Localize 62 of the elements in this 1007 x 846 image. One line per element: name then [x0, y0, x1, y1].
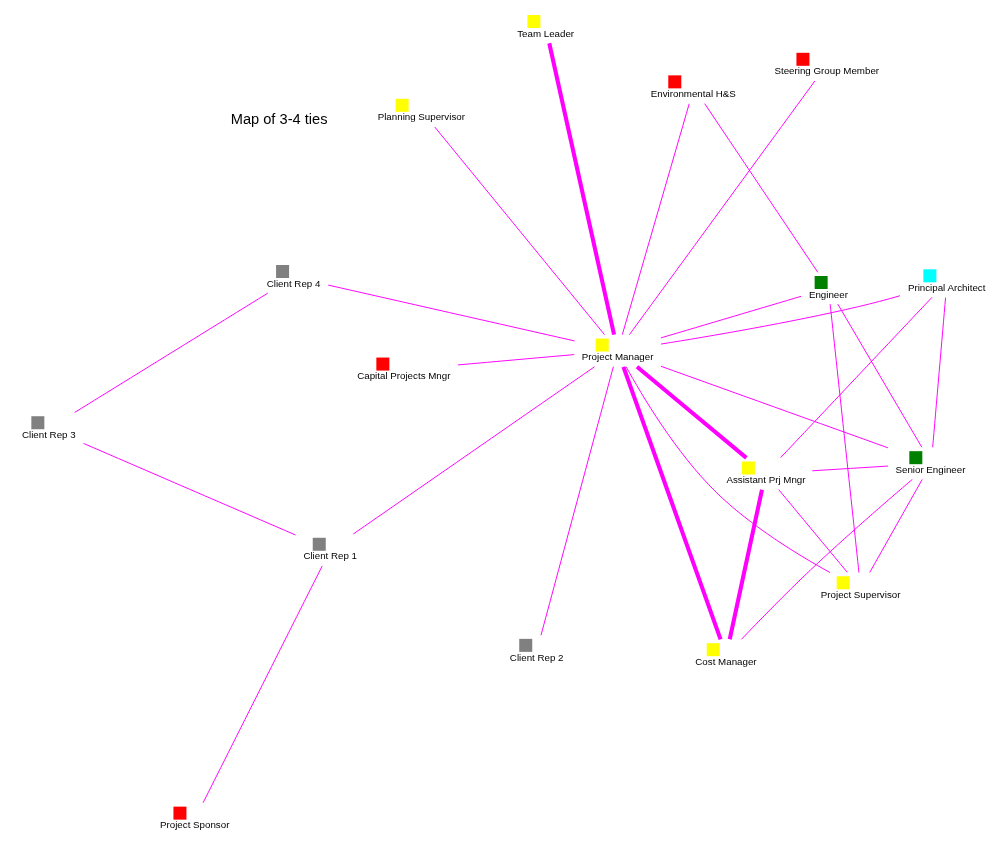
- node-label: Project Sponsor: [159, 819, 229, 831]
- connector: [621, 103, 690, 336]
- node-box: [667, 75, 681, 89]
- connector: [635, 365, 748, 460]
- node-label: Client Rep 1: [302, 550, 357, 562]
- connector: [868, 479, 923, 573]
- node-box: [526, 14, 540, 28]
- node-box: [922, 269, 936, 283]
- node-label: Steering Group Member: [773, 65, 879, 77]
- node-label: Environmental H&S: [650, 88, 736, 99]
- connector: [352, 366, 595, 535]
- node-label: Assistant Prj Mngr: [725, 474, 806, 486]
- connector: [621, 366, 722, 641]
- connector: [82, 442, 296, 536]
- connector: [811, 465, 888, 472]
- node-label: Client Rep 2: [509, 651, 564, 663]
- node-box: [275, 265, 289, 279]
- connector: [659, 295, 802, 339]
- node-box: [741, 461, 755, 475]
- connector: [779, 296, 932, 459]
- node-label: Senior Engineer: [894, 463, 965, 475]
- connector: [931, 297, 946, 448]
- node-box: [836, 576, 850, 590]
- connector: [327, 284, 575, 342]
- connector: [540, 366, 614, 636]
- node-label: Capital Projects Mngr: [356, 370, 450, 382]
- connector: [740, 478, 913, 640]
- node-box: [312, 537, 326, 551]
- node-label: Engineer: [808, 288, 848, 300]
- node-box: [706, 643, 720, 657]
- node-label: Client Rep 4: [266, 277, 320, 289]
- connector: [727, 489, 764, 640]
- node-box: [395, 98, 409, 112]
- connector: [829, 303, 859, 574]
- connector: [659, 365, 888, 449]
- connector: [836, 303, 922, 448]
- node-label: Project Supervisor: [820, 588, 900, 600]
- connector: [433, 126, 605, 336]
- connector: [660, 295, 900, 345]
- connector: [202, 565, 323, 804]
- connector: [625, 366, 831, 574]
- node-box: [795, 52, 809, 66]
- node-label: Project Manager: [581, 351, 653, 363]
- connector: [456, 354, 575, 366]
- node-box: [908, 451, 922, 465]
- label: Map of 3-4 ties: [230, 110, 327, 127]
- node-box: [518, 638, 532, 652]
- node-box: [814, 276, 828, 290]
- connector: [546, 42, 616, 335]
- connector: [73, 292, 268, 413]
- node-label: Team Leader: [516, 27, 574, 39]
- connector: [777, 489, 848, 573]
- node-label: Principal Architect: [907, 281, 985, 293]
- node-label: Client Rep 3: [21, 428, 76, 440]
- node-box: [172, 806, 186, 820]
- connector: [628, 80, 815, 336]
- node-label: Planning Supervisor: [377, 111, 465, 123]
- node-box: [375, 357, 389, 371]
- connector: [703, 103, 818, 273]
- node-box: [595, 338, 609, 352]
- node-label: Cost Manager: [694, 655, 757, 667]
- node-box: [30, 416, 44, 430]
